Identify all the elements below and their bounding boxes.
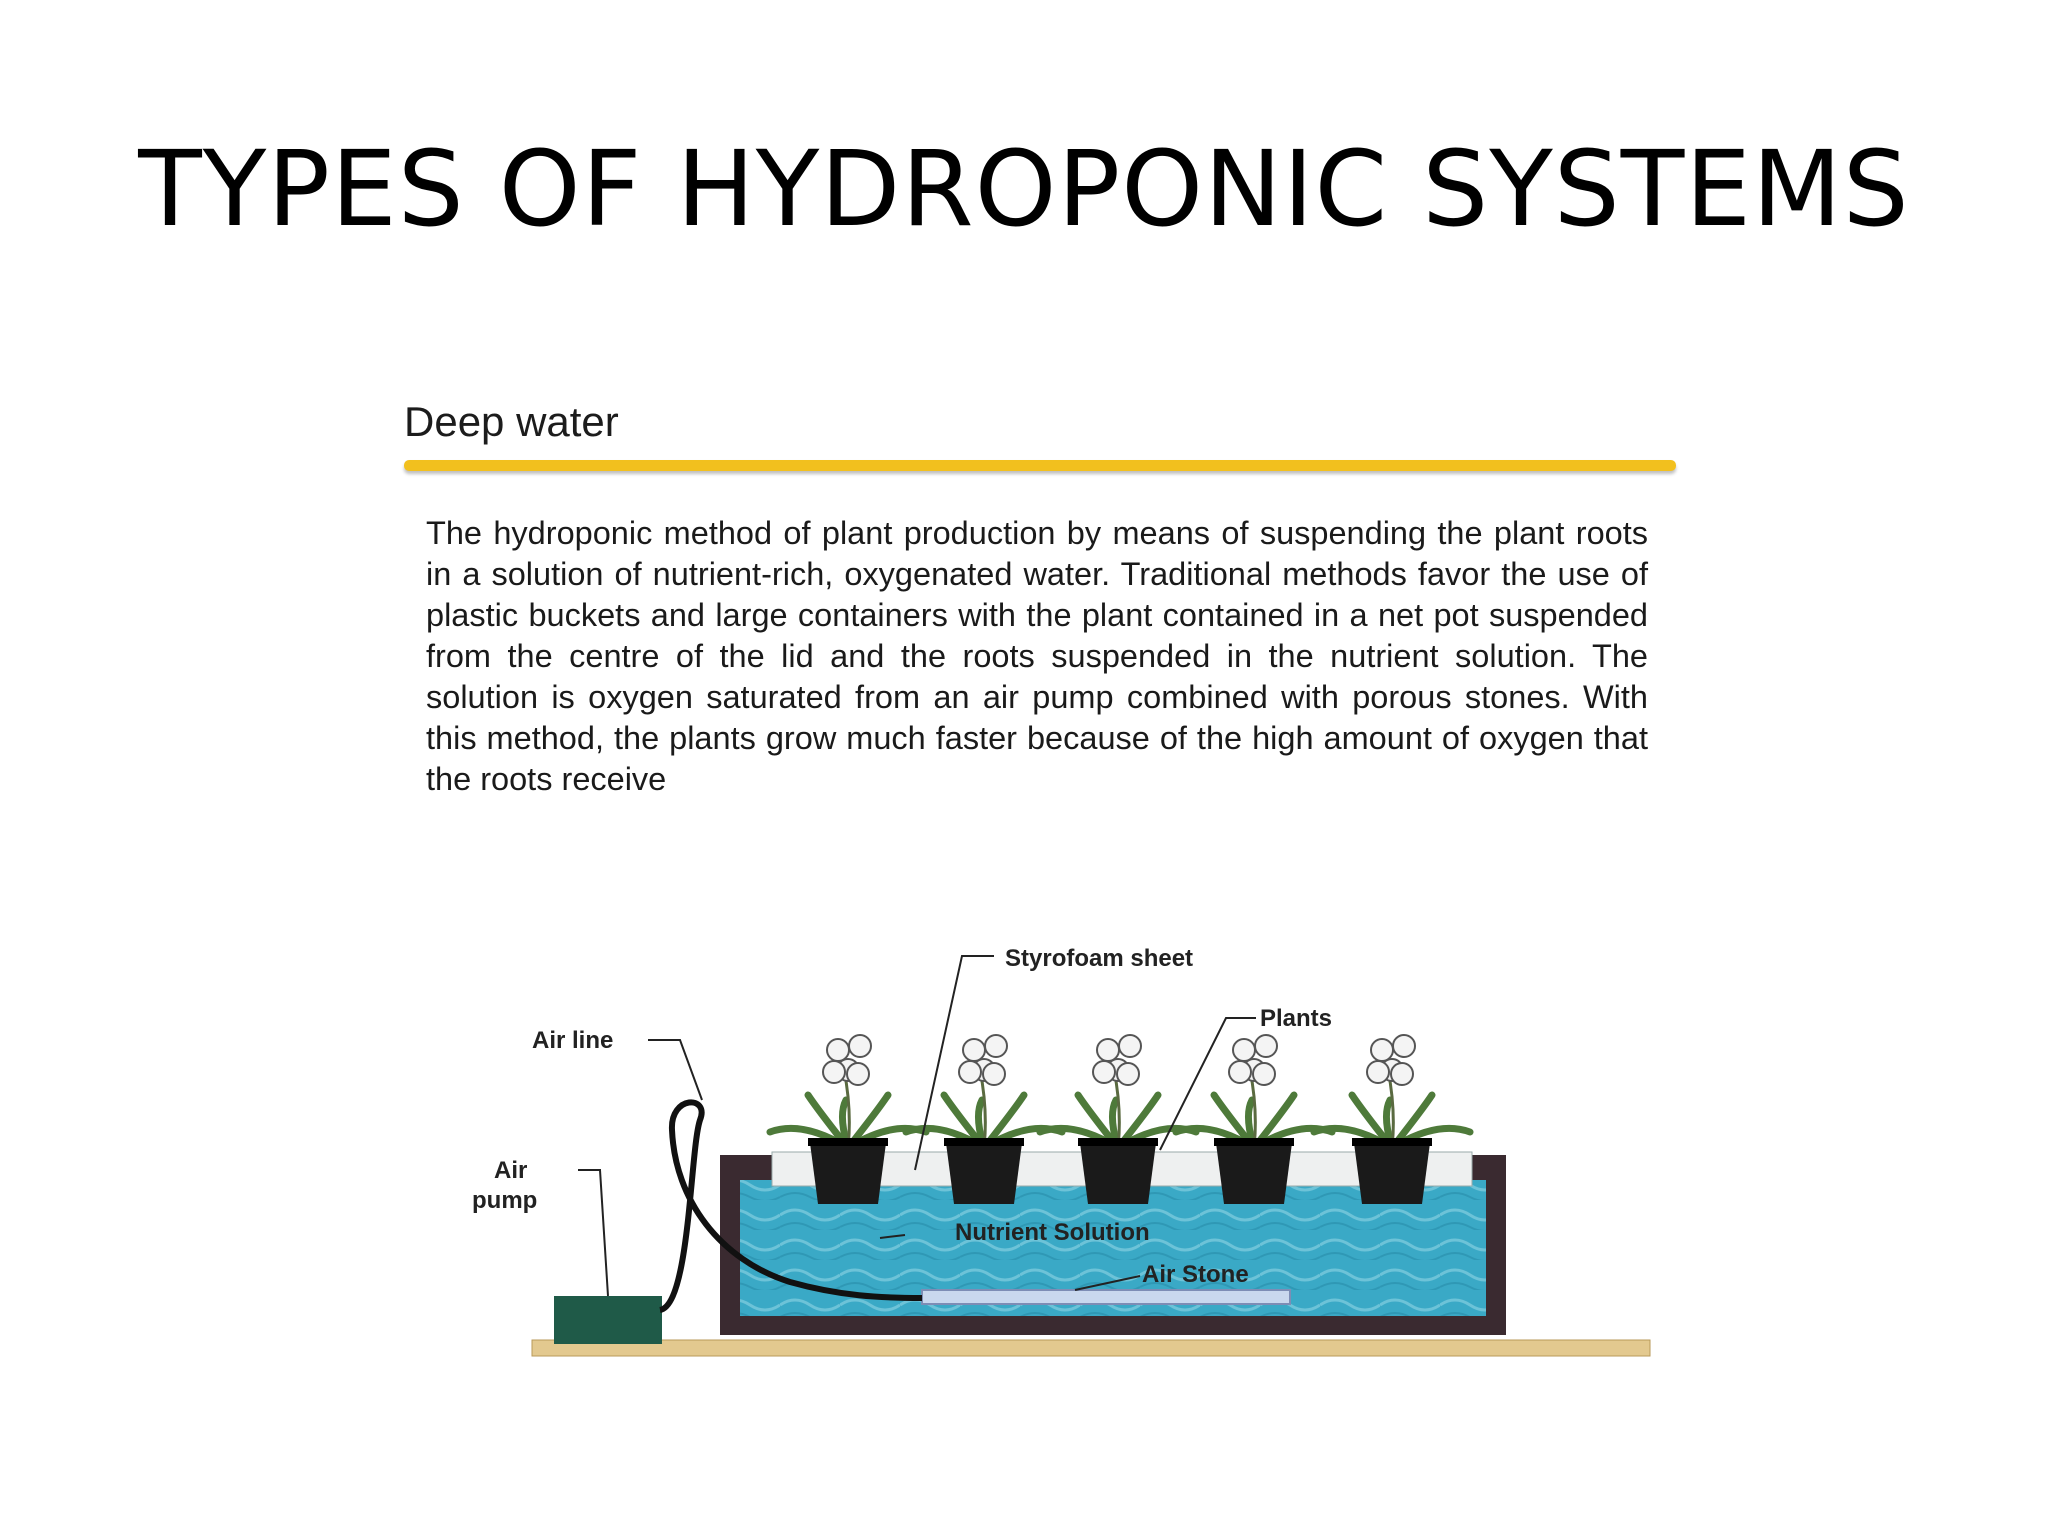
air-pump-label-line1: Air <box>494 1157 527 1184</box>
plants-group <box>766 1034 1474 1204</box>
leader-lines <box>578 955 1256 1297</box>
heading-divider <box>404 460 1676 471</box>
plant <box>902 1034 1066 1204</box>
description-paragraph: The hydroponic method of plant productio… <box>426 515 1648 797</box>
plant <box>1036 1034 1200 1204</box>
base-board <box>531 1339 1651 1357</box>
nutrient-solution-label: Nutrient Solution <box>955 1219 1150 1246</box>
air-line-label: Air line <box>532 1027 613 1054</box>
air-stone-label: Air Stone <box>1142 1261 1249 1288</box>
net-pot <box>946 1143 1022 1204</box>
air-pump-label-line2: pump <box>472 1187 537 1214</box>
slide-title: TYPES OF HYDROPONIC SYSTEMS <box>138 128 1910 250</box>
air-line-tube <box>658 1099 923 1313</box>
plants-label: Plants <box>1260 1005 1332 1032</box>
plant <box>766 1034 930 1204</box>
plant <box>1310 1034 1474 1204</box>
net-pot <box>1080 1143 1156 1204</box>
net-pot <box>810 1143 886 1204</box>
air-stone <box>921 1289 1291 1305</box>
styrofoam-label: Styrofoam sheet <box>1005 945 1193 972</box>
net-pot <box>1216 1143 1292 1204</box>
net-pot <box>1354 1143 1430 1204</box>
plant <box>1172 1034 1336 1204</box>
air-pump <box>554 1296 662 1344</box>
section-heading: Deep water <box>404 398 619 445</box>
